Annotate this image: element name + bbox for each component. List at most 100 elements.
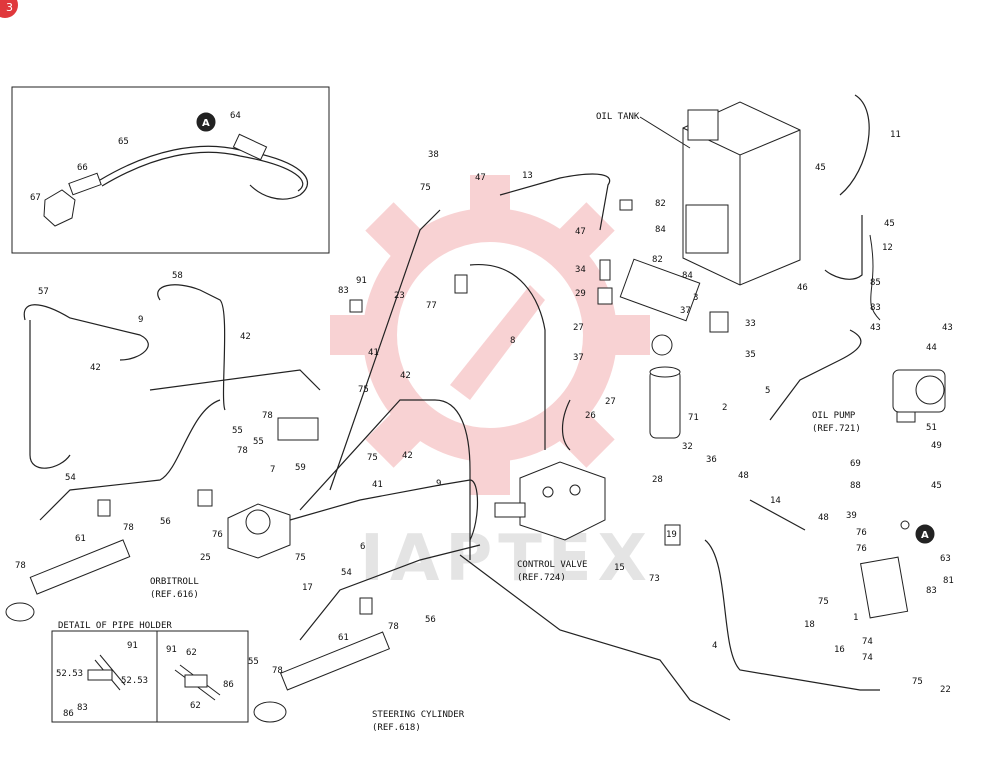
callout: 32 — [682, 442, 693, 452]
callout: 75 — [367, 453, 378, 463]
callout: 27 — [605, 397, 616, 407]
callout: 5 — [765, 386, 770, 396]
callout: 52.53 — [121, 676, 148, 686]
pipe-holder-detail — [87, 654, 221, 701]
callout: 25 — [200, 553, 211, 563]
callout: 83 — [77, 703, 88, 713]
callout: 7 — [270, 465, 275, 475]
callout: 2 — [722, 403, 727, 413]
pipe-holder-detail-box — [51, 630, 249, 723]
page-badge: 3 — [0, 0, 18, 18]
marker-a-right-label: A — [921, 530, 929, 541]
control-valve — [494, 461, 606, 541]
callout: 19 — [666, 530, 677, 540]
callout: 66 — [77, 163, 88, 173]
callout: 43 — [942, 323, 953, 333]
callout: 15 — [614, 563, 625, 573]
orbitroll-label: ORBITROLL — [150, 577, 199, 587]
marker-a-top — [196, 112, 216, 132]
watermark-logo — [330, 175, 650, 495]
callout: 43 — [870, 323, 881, 333]
callout: 13 — [522, 171, 533, 181]
callout: 77 — [426, 301, 437, 311]
callout: 41 — [372, 480, 383, 490]
callout: 78 — [262, 411, 273, 421]
callout: 46 — [797, 283, 808, 293]
marker-a-right — [915, 524, 935, 544]
callout: 42 — [400, 371, 411, 381]
oil-pump — [892, 369, 946, 423]
callout: 83 — [926, 586, 937, 596]
callout: 56 — [160, 517, 171, 527]
callout: 74 — [862, 637, 873, 647]
callout: 86 — [63, 709, 74, 719]
fitting-64 — [232, 133, 268, 161]
callout: 58 — [172, 271, 183, 281]
oil-pump-ref: (REF.721) — [812, 424, 861, 434]
callout: 39 — [846, 511, 857, 521]
callout: 11 — [890, 130, 901, 140]
oil-pump-label: OIL PUMP — [812, 411, 856, 421]
callout: 69 — [850, 459, 861, 469]
callout: 44 — [926, 343, 937, 353]
callout: 55 — [253, 437, 264, 447]
callout: 91 — [356, 276, 367, 286]
callout: 62 — [186, 648, 197, 658]
callout: 55 — [232, 426, 243, 436]
callout: 84 — [655, 225, 666, 235]
callout: 9 — [436, 479, 441, 489]
callout: 73 — [649, 574, 660, 584]
callout: 63 — [940, 554, 951, 564]
callout: 14 — [770, 496, 781, 506]
inset-detail-a-box — [11, 86, 330, 254]
callout: 54 — [65, 473, 76, 483]
steering-cylinder-left — [5, 539, 131, 622]
callout: 61 — [75, 534, 86, 544]
callout: 4 — [712, 641, 717, 651]
callout: 78 — [123, 523, 134, 533]
callout: 35 — [745, 350, 756, 360]
callout: 88 — [850, 481, 861, 491]
callout: 28 — [652, 475, 663, 485]
orbitroll — [227, 503, 291, 559]
callout: 29 — [575, 289, 586, 299]
callout: 26 — [585, 411, 596, 421]
callout: 71 — [688, 413, 699, 423]
callout: 45 — [884, 219, 895, 229]
callout: 86 — [223, 680, 234, 690]
callout: 83 — [870, 303, 881, 313]
control-valve-ref: (REF.724) — [517, 573, 566, 583]
callout: 8 — [510, 336, 515, 346]
callout: 91 — [127, 641, 138, 651]
callout: 78 — [388, 622, 399, 632]
callout: 49 — [931, 441, 942, 451]
callout: 91 — [166, 645, 177, 655]
callout: 81 — [943, 576, 954, 586]
fitting-66 — [68, 172, 102, 196]
callout: 75 — [912, 677, 923, 687]
steering-cylinder-bottom — [253, 631, 391, 723]
callout: 82 — [652, 255, 663, 265]
callout: 48 — [738, 471, 749, 481]
callout: 37 — [680, 306, 691, 316]
oil-tank — [682, 101, 801, 286]
orbitroll-ref: (REF.616) — [150, 590, 199, 600]
callout: 42 — [90, 363, 101, 373]
fittings — [97, 199, 910, 619]
oil-tank-label: OIL TANK — [596, 112, 640, 122]
callout: 76 — [856, 544, 867, 554]
callout: 48 — [818, 513, 829, 523]
callout: 33 — [745, 319, 756, 329]
callout: 61 — [338, 633, 349, 643]
callout: 64 — [230, 111, 241, 121]
callout: 76 — [212, 530, 223, 540]
callout: 75 — [420, 183, 431, 193]
callout: 22 — [940, 685, 951, 695]
callout: 47 — [475, 173, 486, 183]
callout: 62 — [190, 701, 201, 711]
callout: 37 — [573, 353, 584, 363]
callout: 9 — [138, 315, 143, 325]
callout: 16 — [834, 645, 845, 655]
